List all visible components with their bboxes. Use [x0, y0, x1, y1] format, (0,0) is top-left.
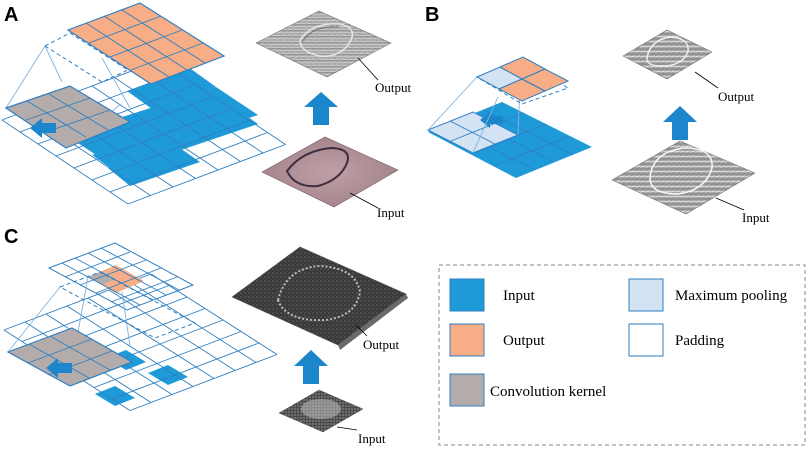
panel-c-output-grid [47, 242, 195, 311]
panel-c-kernel-arrow-icon [46, 358, 72, 378]
grid-line [136, 68, 264, 154]
panel-c-convolution-kernel [6, 327, 134, 387]
panel-c: C [3, 226, 408, 446]
panel-a-convolution-kernel [4, 85, 132, 149]
grid-line [109, 132, 268, 193]
panel-c-input-label: Input [358, 431, 386, 446]
grid-line [93, 331, 242, 388]
legend-label-input: Input [503, 288, 535, 304]
panel-a-output-image: Output [255, 10, 412, 95]
legend-label-maximum-pooling: Maximum pooling [675, 288, 788, 304]
panel-b-output-label: Output [718, 89, 755, 104]
grid-line [114, 77, 241, 162]
legend-item-convolution-kernel: Convolution kernel [449, 373, 606, 407]
grid-line [1, 119, 129, 205]
grid-line [73, 108, 232, 169]
legend-swatch-convolution-kernel [449, 373, 485, 407]
panel-c-input-image: Input [278, 389, 386, 446]
grid-line [91, 85, 219, 171]
panel-b-input-image: Input [611, 140, 770, 225]
legend-label-convolution-kernel: Convolution kernel [490, 384, 606, 400]
panel-a-output-label: Output [375, 80, 412, 95]
panel-letter-c: C [4, 226, 18, 248]
legend-item-maximum-pooling: Maximum pooling [628, 278, 788, 312]
panel-b-output-image: Output [622, 29, 755, 104]
legend-swatch-maximum-pooling [628, 278, 664, 312]
panel-b-input-label: Input [742, 210, 770, 225]
grid-line [111, 342, 260, 400]
grid-line [127, 144, 286, 205]
grid-line [91, 120, 250, 181]
panel-b-output-grid [475, 56, 570, 102]
legend-swatch-padding [628, 323, 664, 357]
panel-b-up-arrow-icon [663, 106, 697, 140]
grid-line [159, 60, 286, 145]
legend-box [438, 264, 806, 446]
grid-line [21, 285, 170, 342]
panel-c-up-arrow-icon [294, 350, 328, 384]
panel-c-output-label: Output [363, 337, 400, 352]
panel-b: B [425, 4, 770, 225]
legend-label-padding: Padding [675, 333, 725, 349]
grid-line [87, 297, 215, 379]
panel-a-input-label: Input [377, 205, 405, 220]
legend-item-padding: Padding [628, 323, 725, 357]
panel-c-output-image: Output [231, 246, 408, 352]
legend-swatch-output [449, 323, 485, 357]
legend-item-output: Output [449, 323, 546, 357]
panel-letter-b: B [425, 4, 439, 26]
legend-swatch-input [449, 278, 485, 312]
panel-a-output-grid [66, 2, 226, 85]
panel-a-input-image: Input [261, 136, 405, 220]
legend-item-input: Input [449, 278, 535, 312]
panel-a-kernel-arrow-icon [30, 118, 56, 138]
panel-a-up-arrow-icon [304, 92, 338, 125]
grid-line [150, 273, 278, 355]
legend-label-output: Output [503, 333, 546, 349]
grid-line [129, 354, 278, 411]
grid-line [55, 96, 214, 157]
legend: Input Maximum pooling Output Padding Con… [438, 264, 806, 446]
grid-line [66, 305, 194, 387]
grid-line [108, 289, 236, 371]
panel-a: A [1, 2, 412, 220]
panel-letter-a: A [4, 4, 18, 26]
